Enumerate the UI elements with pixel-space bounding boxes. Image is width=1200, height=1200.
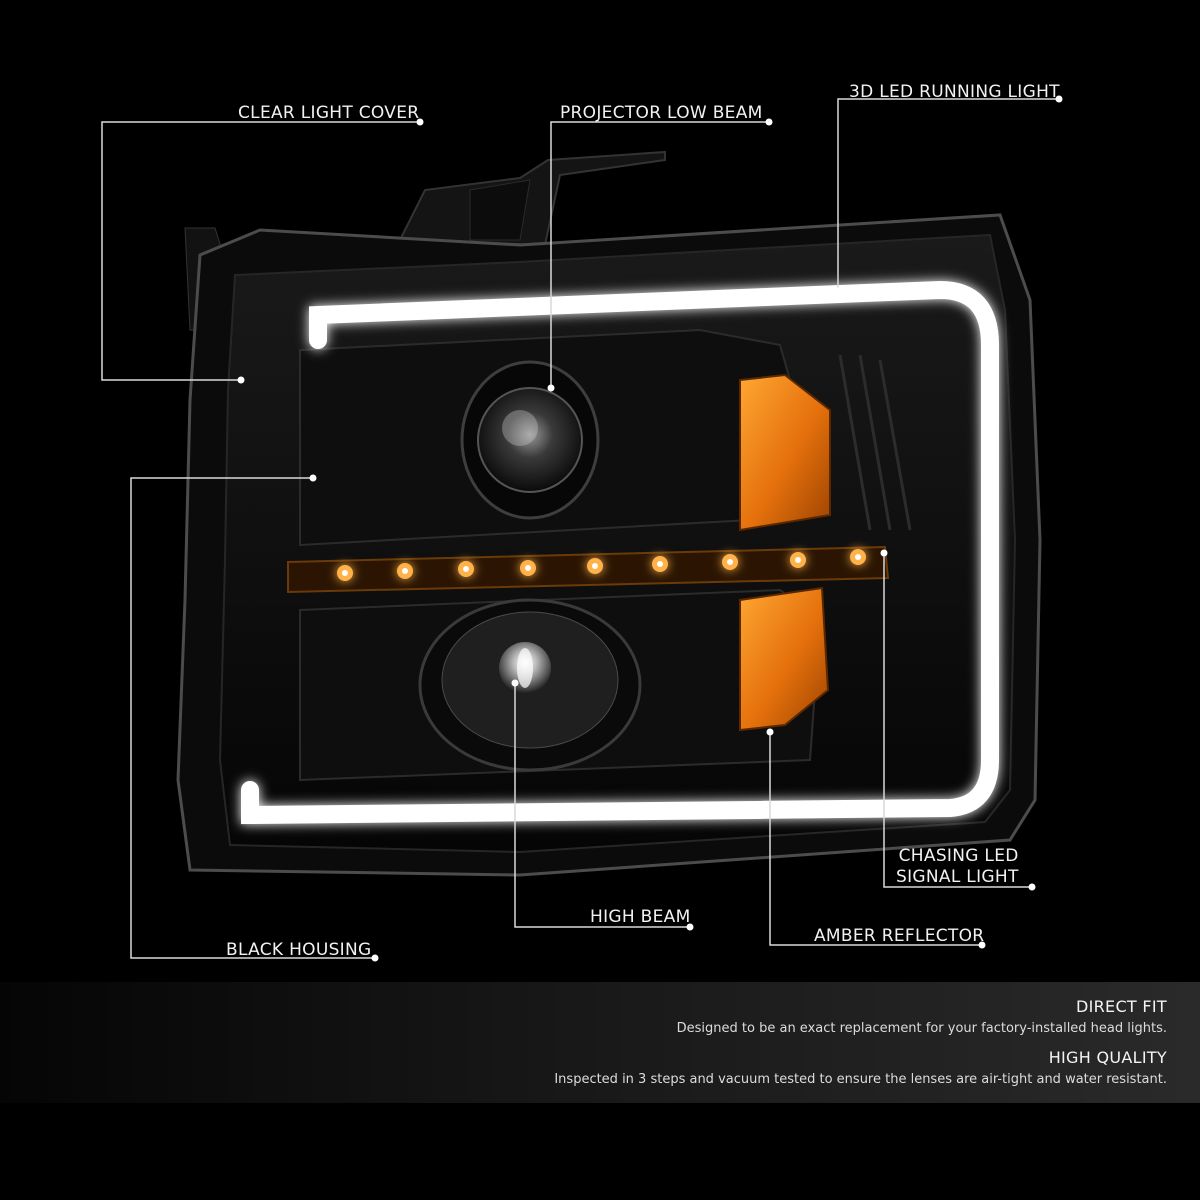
amber-reflector-lower xyxy=(739,586,830,732)
callout-chasing-led-signal-light: CHASING LED SIGNAL LIGHT xyxy=(896,846,1019,888)
callout-projector-low-beam: PROJECTOR LOW BEAM xyxy=(560,103,763,123)
callout-3d-led-running-light: 3D LED RUNNING LIGHT xyxy=(849,82,1060,102)
chasing-led-signal-strip xyxy=(287,545,890,594)
feature-band xyxy=(0,982,1200,1103)
callout-dots xyxy=(237,95,1063,962)
callout-chasing-led-line2: SIGNAL LIGHT xyxy=(896,867,1019,887)
callout-high-beam: HIGH BEAM xyxy=(590,907,691,927)
callout-amber-reflector: AMBER REFLECTOR xyxy=(814,926,985,946)
feature-description: Inspected in 3 steps and vacuum tested t… xyxy=(554,1072,1167,1087)
callout-black-housing: BLACK HOUSING xyxy=(226,940,372,960)
feature-direct-fit: DIRECT FIT Designed to be an exact repla… xyxy=(677,997,1167,1036)
feature-description: Designed to be an exact replacement for … xyxy=(676,1021,1167,1036)
feature-title: HIGH QUALITY xyxy=(1048,1048,1167,1067)
callout-lines xyxy=(101,98,1059,959)
callout-chasing-led-line1: CHASING LED xyxy=(898,846,1019,866)
amber-reflector-upper xyxy=(739,373,831,532)
cooling-fins xyxy=(838,354,912,531)
feature-high-quality: HIGH QUALITY Inspected in 3 steps and va… xyxy=(554,1048,1167,1087)
projector-low-beam xyxy=(460,360,600,520)
callout-clear-light-cover: CLEAR LIGHT COVER xyxy=(238,103,420,123)
feature-title: DIRECT FIT xyxy=(1076,997,1167,1016)
high-beam xyxy=(418,598,642,772)
